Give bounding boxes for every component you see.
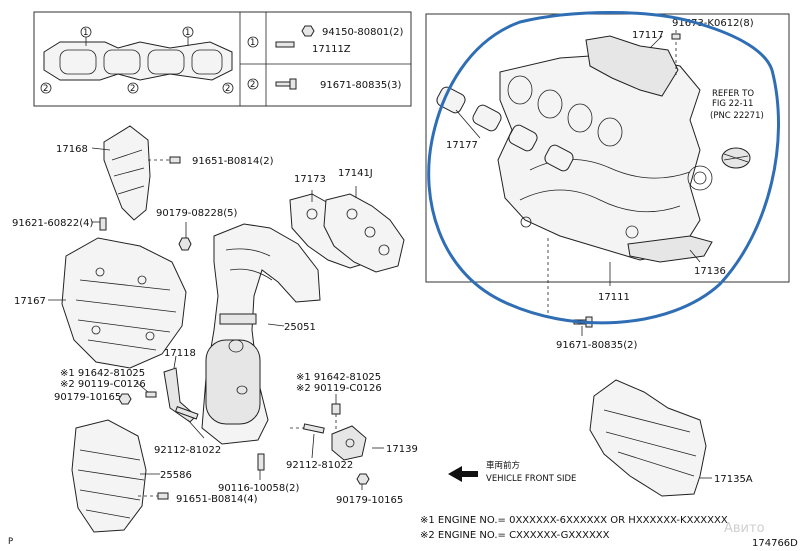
label-90179-10165-a: 90179-10165 — [54, 392, 121, 403]
nut-90179-10165-b-icon — [356, 473, 370, 485]
legend-marker-2-num: 2 — [250, 80, 255, 90]
label-91651-b0814-4: 91651-B0814(4) — [176, 494, 258, 505]
label-91671-80835-2: 91671-80835(2) — [556, 340, 637, 351]
legend-part-91671-3: 91671-80835(3) — [320, 80, 401, 91]
bolt-91673-icon — [671, 33, 681, 40]
svg-text:2: 2 — [43, 84, 48, 94]
intake-manifold-box: 17117 91673-K0612(8) REFER TO FIG 22-11 … — [425, 13, 790, 328]
leader-25051 — [267, 323, 285, 327]
svg-text:1: 1 — [83, 28, 88, 38]
heat-insulator-upper-illustration — [103, 125, 151, 221]
leader-17136 — [689, 249, 701, 263]
legend-part-17111z: 17111Z — [312, 44, 351, 55]
label-17136: 17136 — [694, 266, 726, 277]
label-90119-b: ※2 90119-C0126 — [296, 383, 382, 394]
callout-marker-2c: 2 — [222, 82, 234, 94]
leader-92112-b — [311, 433, 315, 459]
stud-90116-icon — [257, 453, 265, 471]
leader-17118 — [173, 355, 177, 369]
label-17173: 17173 — [294, 174, 326, 185]
label-91621: 91621-60822(4) — [12, 218, 93, 229]
legend-part-94150: 94150-80801(2) — [322, 27, 403, 38]
svg-text:1: 1 — [185, 28, 190, 38]
legend-marker-1-num: 1 — [250, 38, 255, 48]
label-91651-b0814-2: 91651-B0814(2) — [192, 156, 274, 167]
label-17139: 17139 — [386, 444, 418, 455]
intake-manifold-illustration — [497, 53, 713, 261]
exhaust-manifold-25051-illustration — [201, 223, 321, 445]
highlight-circle — [427, 11, 780, 325]
manifold-gasket-illustration — [43, 41, 233, 81]
label-17117: 17117 — [632, 30, 664, 41]
leader-17177 — [455, 109, 481, 139]
label-refer-3: (PNC 22271) — [710, 111, 764, 121]
engine-note-1: ※1 ENGINE NO.= 0XXXXXX-6XXXXXX OR HXXXXX… — [420, 515, 728, 526]
heat-insulator-17167-illustration — [61, 237, 187, 369]
label-refer-2: FIG 22-11 — [712, 99, 753, 109]
svg-text:2: 2 — [225, 84, 230, 94]
bolt-91651-4-icon — [138, 492, 169, 500]
manifold-cover-illustration — [585, 35, 679, 97]
nut-90179-icon — [178, 237, 192, 251]
front-side-jp: 車両前方 — [486, 460, 520, 471]
vehicle-front-side-indicator: 車両前方 VEHICLE FRONT SIDE — [448, 460, 576, 484]
intake-gasket-illustration — [436, 86, 574, 172]
bracket-17139-illustration — [331, 425, 367, 461]
leader-91642-a — [135, 381, 149, 393]
label-17167: 17167 — [14, 296, 46, 307]
stud-91621-icon — [99, 217, 107, 231]
label-92112-b: 92112-81022 — [286, 460, 353, 471]
label-25586: 25586 — [160, 470, 192, 481]
label-92112-a: 92112-81022 — [154, 445, 221, 456]
front-arrow-icon — [448, 466, 478, 482]
label-90119-a: ※2 90119-C0126 — [60, 379, 146, 390]
label-90179-10165-b: 90179-10165 — [336, 495, 403, 506]
label-17118: 17118 — [164, 348, 196, 359]
label-17177: 17177 — [446, 140, 478, 151]
callout-marker-1b: 1 — [182, 26, 194, 46]
label-17135a: 17135A — [714, 474, 753, 485]
label-refer-1: REFER TO — [712, 89, 754, 99]
label-25051: 25051 — [284, 322, 316, 333]
bolt-icon — [275, 78, 297, 90]
label-17111: 17111 — [598, 292, 630, 303]
stud-bolt-icon — [275, 41, 295, 48]
exhaust-gasket-17141j-illustration — [323, 193, 405, 273]
legend-marker-2 — [247, 78, 259, 90]
bolt-91642-a-icon — [145, 391, 157, 398]
label-91673: 91673-K0612(8) — [672, 18, 754, 29]
label-91642-a: ※1 91642-81025 — [60, 368, 145, 379]
inset-gasket-box: 1 1 2 2 2 1 2 94150-80801(2) 17111Z — [33, 11, 412, 107]
legend-marker-1 — [247, 36, 259, 48]
stud-92112-a-icon — [174, 406, 199, 420]
engine-note-2: ※2 ENGINE NO.= CXXXXXX-GXXXXXX — [420, 530, 610, 541]
corner-letter: P — [8, 537, 13, 547]
insulator-17135a-illustration — [589, 379, 707, 497]
leader-17168 — [91, 147, 111, 151]
leader-92112-a — [187, 419, 205, 439]
bolt-91651-2-icon — [148, 156, 181, 164]
label-17168: 17168 — [56, 144, 88, 155]
stud-92112-b-icon — [303, 423, 325, 434]
throttle-gasket-icon — [721, 147, 751, 169]
svg-text:2: 2 — [130, 84, 135, 94]
leader-17117 — [649, 35, 663, 49]
nut-90179-10165-a-icon — [118, 393, 132, 405]
avito-watermark: Авито — [724, 521, 765, 536]
nut-icon — [301, 25, 315, 37]
callout-marker-2a: 2 — [40, 82, 52, 94]
figure-id: 174766D — [752, 538, 798, 549]
manifold-bracket-illustration — [627, 235, 713, 263]
label-17141j: 17141J — [338, 168, 373, 179]
callout-marker-2b: 2 — [127, 82, 139, 94]
front-side-en: VEHICLE FRONT SIDE — [486, 474, 576, 484]
heat-insulator-25586-illustration — [71, 419, 147, 533]
label-91642-b: ※1 91642-81025 — [296, 372, 381, 383]
label-90179-08228: 90179-08228(5) — [156, 208, 237, 219]
bolt-91642-b-icon — [331, 403, 341, 415]
label-90116: 90116-10058(2) — [218, 483, 299, 494]
callout-marker-1a: 1 — [80, 26, 92, 46]
